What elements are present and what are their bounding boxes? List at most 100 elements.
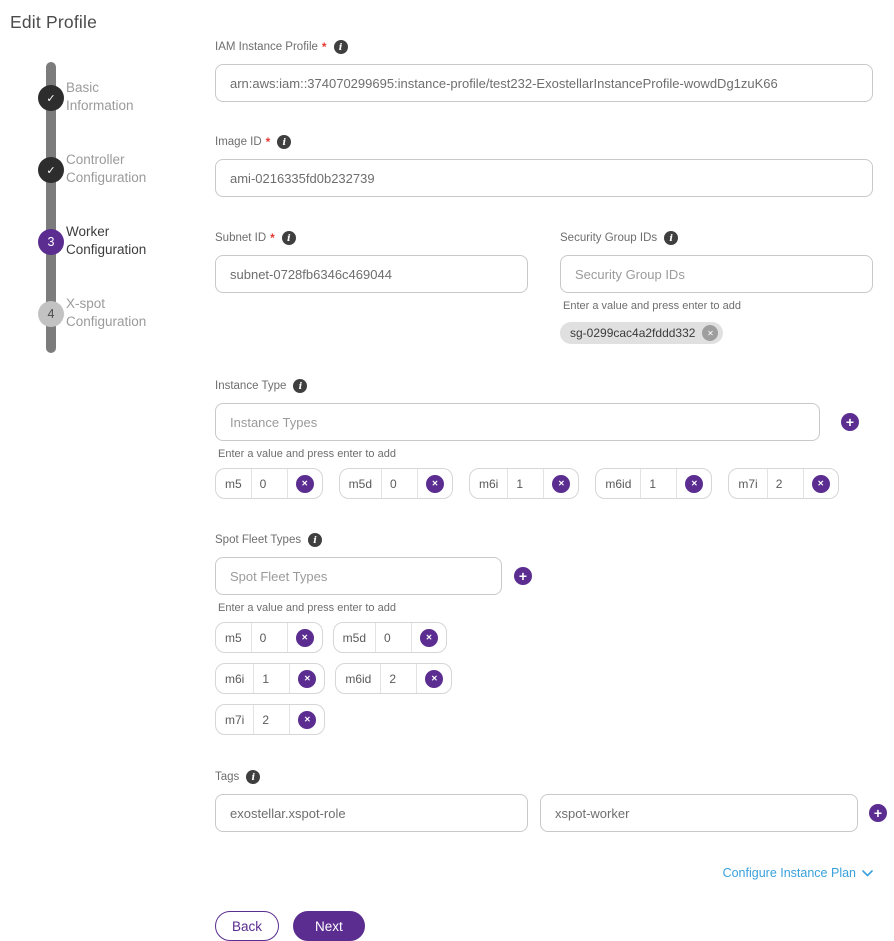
required-asterisk: * — [270, 231, 275, 245]
chip-name: m6i — [216, 664, 255, 693]
spot-fleet-types-label: Spot Fleet Types — [215, 534, 302, 546]
chip-count-input[interactable] — [382, 469, 419, 498]
image-id-input[interactable] — [215, 159, 873, 197]
check-icon: ✓ — [46, 164, 56, 177]
step-circle-xspot-configuration[interactable]: 4 — [38, 301, 64, 327]
worker-configuration-form: IAM Instance Profile * i Image ID * i Su… — [215, 40, 887, 941]
configure-instance-plan-label: Configure Instance Plan — [722, 866, 856, 880]
instance-type-input[interactable] — [215, 403, 820, 441]
next-button[interactable]: Next — [293, 911, 365, 941]
remove-icon[interactable]: ✕ — [702, 325, 719, 341]
remove-icon[interactable]: ✕ — [811, 474, 830, 493]
iam-instance-profile-label-row: IAM Instance Profile * i — [215, 40, 873, 54]
step-label-basic-information[interactable]: Basic Information — [66, 79, 201, 115]
image-id-field: Image ID * i — [215, 135, 873, 197]
step-circle-controller-configuration[interactable]: ✓ — [38, 157, 64, 183]
info-icon[interactable]: i — [293, 379, 308, 393]
step-circle-worker-configuration[interactable]: 3 — [38, 229, 64, 255]
step-number: 4 — [47, 307, 55, 321]
step-circle-basic-information[interactable]: ✓ — [38, 85, 64, 111]
remove-icon[interactable]: ✕ — [552, 474, 571, 493]
spot-fleet-chip-m6id: m6id ✕ — [335, 663, 453, 694]
security-group-ids-field: Security Group IDs i Enter a value and p… — [560, 231, 873, 344]
remove-icon[interactable]: ✕ — [420, 628, 439, 647]
chip-count-input[interactable] — [376, 623, 413, 652]
info-icon[interactable]: i — [333, 40, 348, 54]
instance-type-chip-m6id: m6id ✕ — [595, 468, 713, 499]
instance-type-chip-m5: m5 ✕ — [215, 468, 323, 499]
tags-label-row: Tags i — [215, 770, 873, 784]
remove-icon[interactable]: ✕ — [425, 669, 444, 688]
tag-value-input[interactable] — [540, 794, 858, 832]
chip-count-input[interactable] — [641, 469, 678, 498]
chip-name: m6id — [596, 469, 642, 498]
chip-count-input[interactable] — [767, 469, 804, 498]
security-group-ids-input[interactable] — [560, 255, 873, 293]
info-icon[interactable]: i — [308, 533, 323, 547]
security-group-ids-helper: Enter a value and press enter to add — [563, 300, 741, 312]
step-label-line: X-spot — [66, 296, 106, 311]
instance-type-chips: m5 ✕ m5d ✕ m6i ✕ m6id ✕ m7i — [215, 468, 873, 499]
subnet-security-row: Subnet ID * i Security Group IDs i Enter… — [215, 231, 873, 344]
spot-fleet-chip-m7i: m7i ✕ — [215, 704, 326, 735]
chip-count-input[interactable] — [381, 664, 418, 693]
chip-count-input[interactable] — [254, 705, 291, 734]
step-label-controller-configuration[interactable]: Controller Configuration — [66, 151, 201, 187]
iam-instance-profile-label: IAM Instance Profile — [215, 41, 318, 53]
chip-name: m5d — [340, 469, 383, 498]
iam-instance-profile-input[interactable] — [215, 64, 873, 102]
info-icon[interactable]: i — [664, 231, 679, 245]
add-instance-type-icon[interactable]: + — [841, 413, 859, 431]
info-icon[interactable]: i — [281, 231, 296, 245]
remove-icon[interactable]: ✕ — [298, 669, 317, 688]
step-label-line: Basic — [66, 80, 100, 95]
add-spot-fleet-type-icon[interactable]: + — [514, 567, 532, 585]
subnet-id-label: Subnet ID — [215, 232, 267, 244]
info-icon[interactable]: i — [277, 135, 292, 149]
chip-name: m5d — [334, 623, 377, 652]
step-label-line: Configuration — [66, 170, 147, 185]
step-label-xspot-configuration[interactable]: X-spot Configuration — [66, 295, 201, 331]
spot-fleet-types-helper: Enter a value and press enter to add — [218, 602, 396, 614]
remove-icon[interactable]: ✕ — [426, 474, 445, 493]
iam-instance-profile-field: IAM Instance Profile * i — [215, 40, 873, 102]
required-asterisk: * — [321, 40, 327, 54]
security-group-chip: sg-0299cac4a2fddd332 ✕ — [560, 322, 724, 344]
spot-fleet-types-input[interactable] — [215, 557, 502, 595]
remove-icon[interactable]: ✕ — [295, 628, 314, 647]
remove-icon[interactable]: ✕ — [295, 474, 314, 493]
image-id-label: Image ID — [215, 136, 262, 148]
step-label-line: Controller — [66, 152, 125, 167]
step-label-line: Configuration — [66, 314, 147, 329]
chip-name: m6i — [470, 469, 509, 498]
instance-type-chip-m6i: m6i ✕ — [469, 468, 580, 499]
security-group-ids-label: Security Group IDs — [560, 232, 658, 244]
step-label-worker-configuration[interactable]: Worker Configuration — [66, 223, 201, 259]
instance-type-field: Instance Type i + Enter a value and pres… — [215, 379, 873, 499]
step-label-line: Information — [66, 98, 134, 113]
chip-count-input[interactable] — [251, 623, 288, 652]
chip-count-input[interactable] — [254, 664, 291, 693]
info-icon[interactable]: i — [246, 770, 261, 784]
back-button[interactable]: Back — [215, 911, 279, 941]
instance-type-input-row: + — [215, 403, 873, 441]
chip-count-input[interactable] — [251, 469, 288, 498]
tags-label: Tags — [215, 771, 240, 783]
spot-fleet-types-field: Spot Fleet Types i + Enter a value and p… — [215, 533, 873, 735]
configure-instance-plan-link[interactable]: Configure Instance Plan — [215, 866, 873, 880]
remove-icon[interactable]: ✕ — [298, 710, 317, 729]
subnet-id-input[interactable] — [215, 255, 528, 293]
chip-name: m5 — [216, 469, 252, 498]
add-tag-icon[interactable]: + — [869, 804, 887, 822]
instance-type-helper: Enter a value and press enter to add — [218, 448, 396, 460]
spot-fleet-chip-m5: m5 ✕ — [215, 622, 323, 653]
chevron-down-icon — [862, 869, 873, 876]
security-group-chip-text: sg-0299cac4a2fddd332 — [570, 326, 696, 340]
spot-fleet-types-chips: m5 ✕ m5d ✕ m6i ✕ m6id ✕ m7i — [215, 622, 545, 735]
stepper-track — [46, 62, 56, 353]
spot-fleet-types-label-row: Spot Fleet Types i — [215, 533, 873, 547]
remove-icon[interactable]: ✕ — [685, 474, 704, 493]
tag-key-input[interactable] — [215, 794, 528, 832]
chip-name: m5 — [216, 623, 252, 652]
chip-count-input[interactable] — [508, 469, 545, 498]
